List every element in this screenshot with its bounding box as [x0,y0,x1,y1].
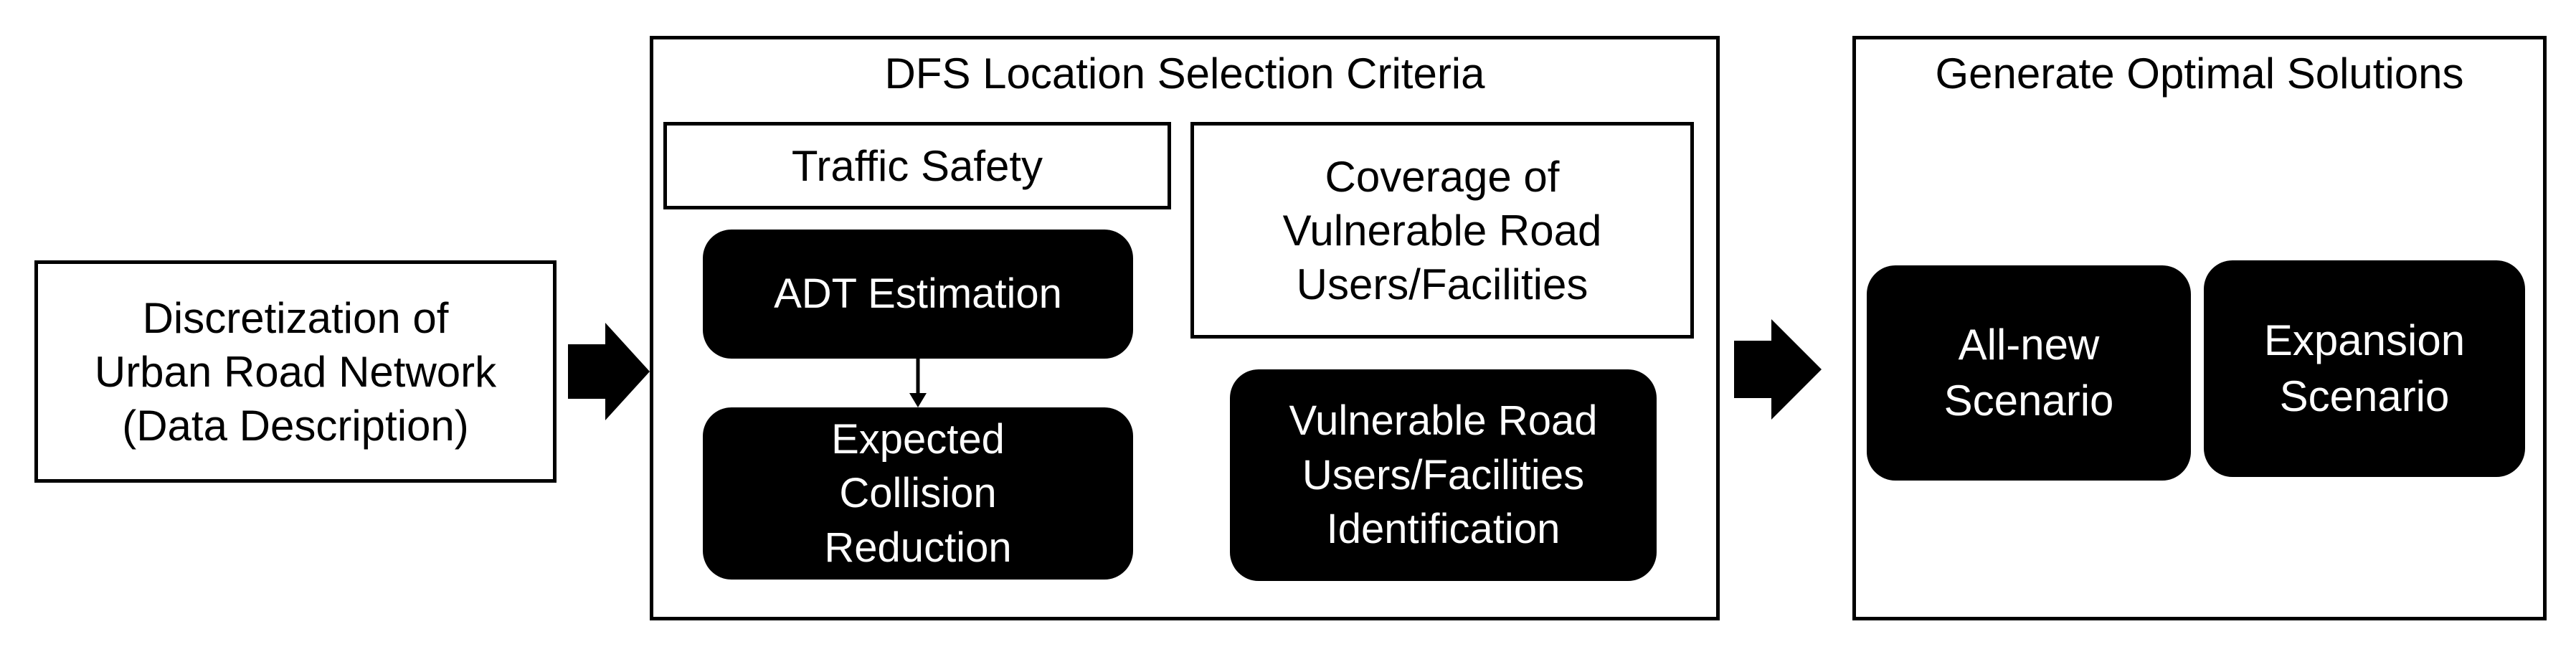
flow-arrow-criteria-to-solutions [1734,319,1822,420]
all-new-scenario-node: All-new Scenario [1867,265,2191,481]
vulnerable-identification-node: Vulnerable Road Users/Facilities Identif… [1230,369,1657,581]
data-description-box: Discretization of Urban Road Network (Da… [34,260,557,483]
criteria-panel-title: DFS Location Selection Criteria [884,49,1485,98]
solutions-panel-title: Generate Optimal Solutions [1935,49,2464,98]
coverage-header: Coverage of Vulnerable Road Users/Facili… [1190,122,1694,339]
expansion-scenario-node: Expansion Scenario [2204,260,2525,477]
flow-arrow-input-to-criteria [568,323,650,420]
adt-to-collision-arrowhead [909,393,927,407]
adt-estimation-node: ADT Estimation [703,230,1133,359]
expected-collision-reduction-node: Expected Collision Reduction [703,407,1133,580]
traffic-safety-header: Traffic Safety [663,122,1171,209]
